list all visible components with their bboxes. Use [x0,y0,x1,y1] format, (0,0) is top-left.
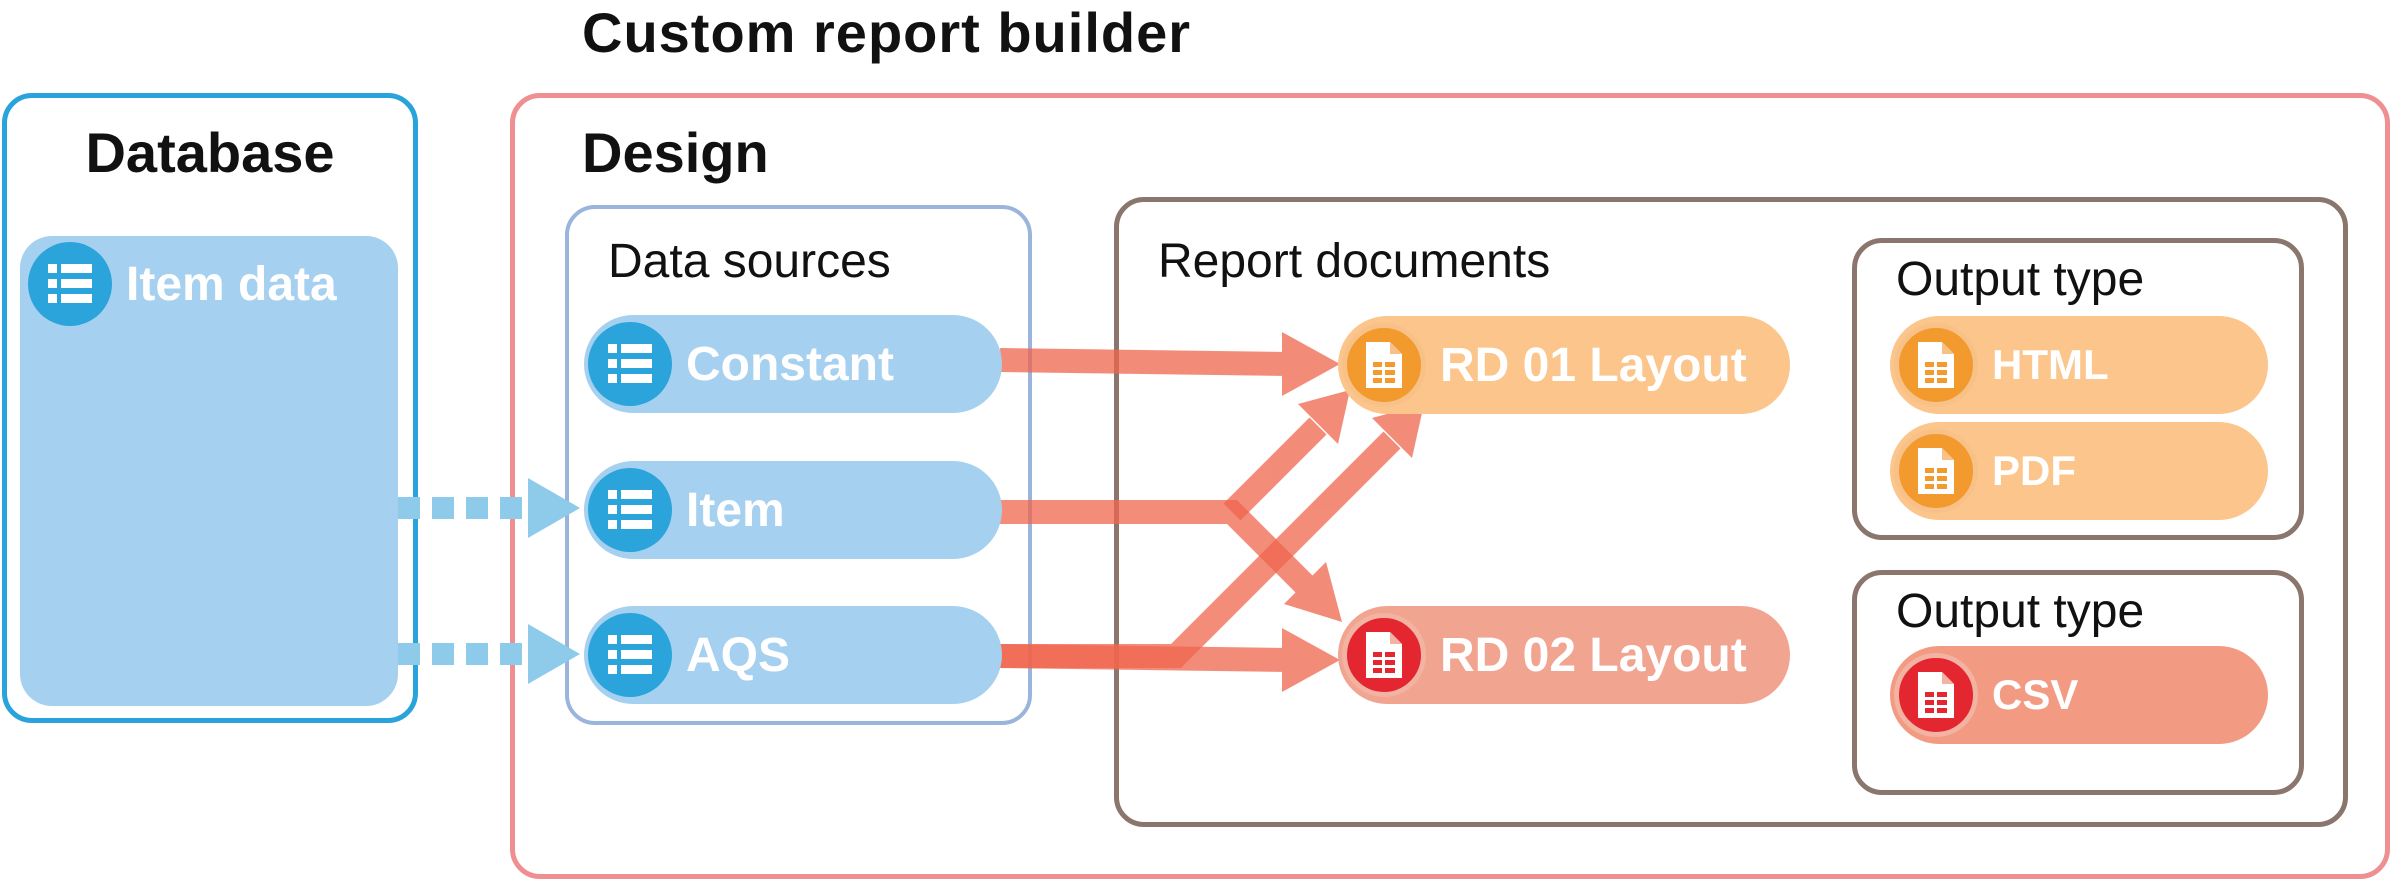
list-icon [588,613,672,697]
output-csv: CSV [1890,646,2268,744]
item-data-node: Item data [24,236,396,332]
report-document-label: RD 01 Layout [1440,338,1747,392]
list-icon [588,322,672,406]
report-document-label: RD 02 Layout [1440,628,1747,682]
document-icon [1894,429,1978,513]
data-source-aqs: AQS [584,606,1002,704]
database-panel [2,93,418,723]
design-panel [510,93,2390,879]
document-icon [1342,323,1426,407]
output-label: CSV [1992,671,2079,718]
document-icon [1894,653,1978,737]
diagram-title: Custom report builder [582,1,1192,64]
data-source-label: Item [686,483,785,537]
output-html: HTML [1890,316,2268,414]
database-title: Database [85,121,335,184]
database-to-item-arrow [398,478,580,538]
output-label: PDF [1992,447,2076,494]
report-documents-title: Report documents [1158,235,1551,288]
constant-to-rd01-arrow [999,332,1340,396]
report-document-rd01: RD 01 Layout [1338,316,1790,414]
data-source-label: Constant [686,337,894,391]
document-icon [1342,613,1426,697]
data-source-item: Item [584,461,1002,559]
data-source-label: AQS [686,628,791,682]
output-type-title: Output type [1896,585,2145,638]
item-to-rd01-arrow [1223,390,1350,521]
output-label: HTML [1992,341,2109,388]
database-to-aqs-arrow [398,624,580,684]
data-sources-panel [565,205,1032,725]
output-type-panel [1852,570,2304,795]
data-sources-title: Data sources [608,235,891,288]
list-icon [28,242,112,326]
aqs-to-rd01-arrow [1000,404,1424,668]
output-type-panel [1852,238,2304,540]
document-icon [1894,323,1978,407]
data-source-constant: Constant [584,315,1002,413]
list-icon [588,468,672,552]
output-pdf: PDF [1890,422,2268,520]
report-document-rd02: RD 02 Layout [1338,606,1790,704]
design-title: Design [582,121,769,184]
output-type-title: Output type [1896,253,2145,306]
item-data-label: Item data [126,257,337,311]
